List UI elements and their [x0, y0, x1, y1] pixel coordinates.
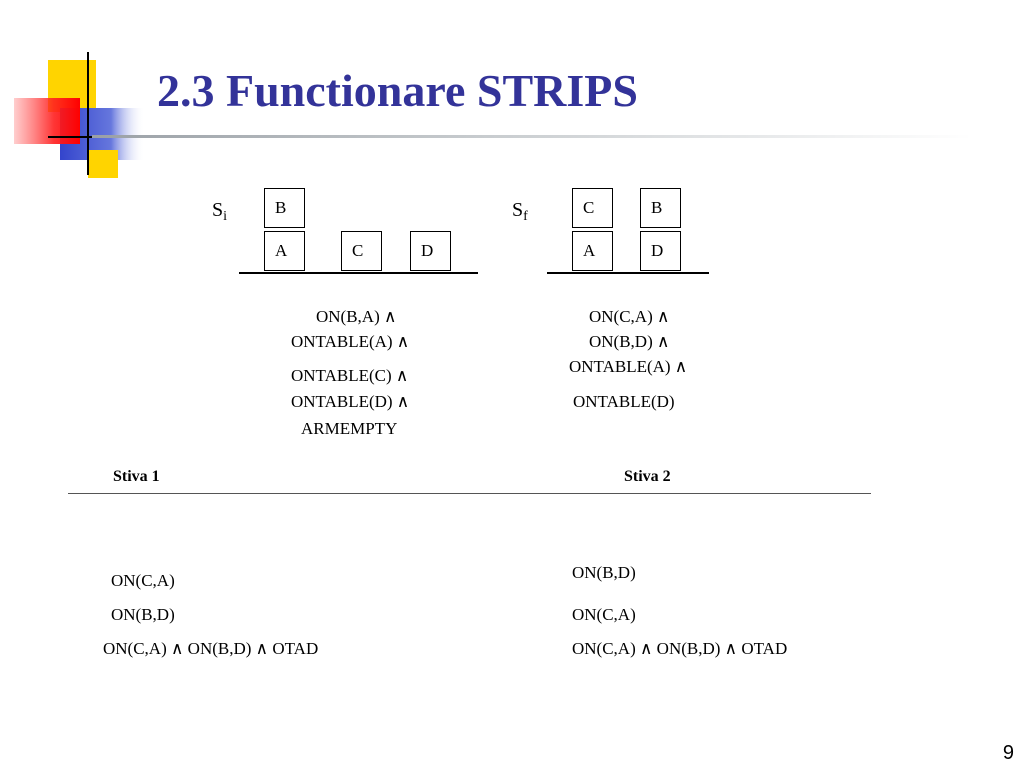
page-number: 9 — [1002, 742, 1014, 764]
final-predicate: ON(C,A) ∧ — [589, 307, 670, 326]
stack-divider — [68, 493, 871, 494]
initial-predicate: ONTABLE(C) ∧ — [291, 366, 409, 385]
initial-predicate: ONTABLE(D) ∧ — [291, 392, 410, 411]
stack1-item: ON(C,A) ∧ ON(B,D) ∧ OTAD — [103, 639, 319, 658]
stack2-item: ON(C,A) ∧ ON(B,D) ∧ OTAD — [572, 639, 788, 658]
initial-state-label: Si — [212, 199, 228, 224]
final-predicate: ONTABLE(D) — [573, 392, 675, 411]
stack2-item: ON(B,D) — [572, 563, 636, 582]
block-b: B — [640, 188, 681, 228]
block-d: D — [410, 231, 451, 271]
slide-title: 2.3 Functionare STRIPS — [157, 65, 638, 116]
stack1-item: ON(C,A) — [111, 571, 175, 590]
initial-predicate: ONTABLE(A) ∧ — [291, 332, 410, 351]
table-line-final — [547, 272, 709, 274]
initial-predicate: ON(B,A) ∧ — [316, 307, 397, 326]
slide-logo — [14, 52, 145, 178]
stack1-item: ON(B,D) — [111, 605, 175, 624]
stack1-header: Stiva 1 — [113, 468, 160, 485]
block-a: A — [572, 231, 613, 271]
block-c: C — [341, 231, 382, 271]
stack2-item: ON(C,A) — [572, 605, 636, 624]
block-c: C — [572, 188, 613, 228]
final-state-label: Sf — [512, 199, 528, 224]
table-line-initial — [239, 272, 478, 274]
block-a: A — [264, 231, 305, 271]
initial-predicate: ARMEMPTY — [301, 419, 398, 438]
block-b: B — [264, 188, 305, 228]
title-underline — [92, 135, 972, 138]
stack2-header: Stiva 2 — [624, 468, 671, 485]
block-d: D — [640, 231, 681, 271]
final-predicate: ONTABLE(A) ∧ — [569, 357, 688, 376]
final-predicate: ON(B,D) ∧ — [589, 332, 670, 351]
